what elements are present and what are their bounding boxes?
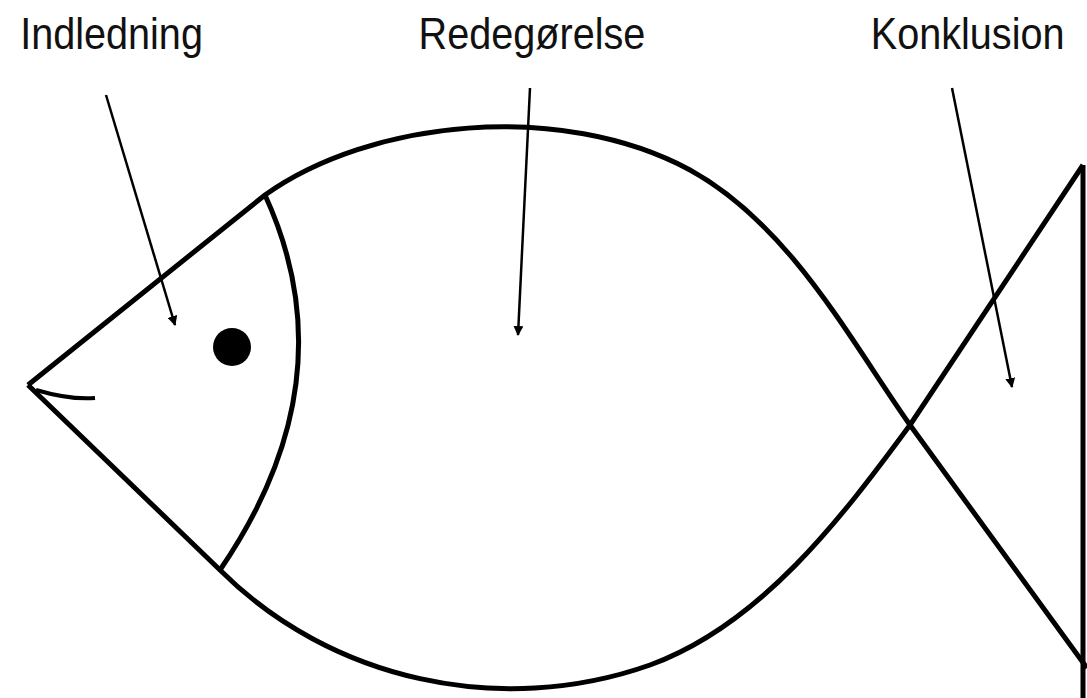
fish-tail-edge xyxy=(1081,165,1086,698)
section-label: Konklusion xyxy=(871,8,1065,60)
fish-mouth xyxy=(36,390,95,398)
fish-eye xyxy=(213,328,251,366)
leader-arrow xyxy=(518,88,530,335)
leader-arrow xyxy=(106,95,175,325)
section-label: Indledning xyxy=(21,8,204,60)
fish-head-divider xyxy=(220,195,299,570)
fish-lower-outline xyxy=(28,165,1083,689)
section-label: Redegørelse xyxy=(419,8,646,60)
leader-arrow xyxy=(952,88,1012,387)
